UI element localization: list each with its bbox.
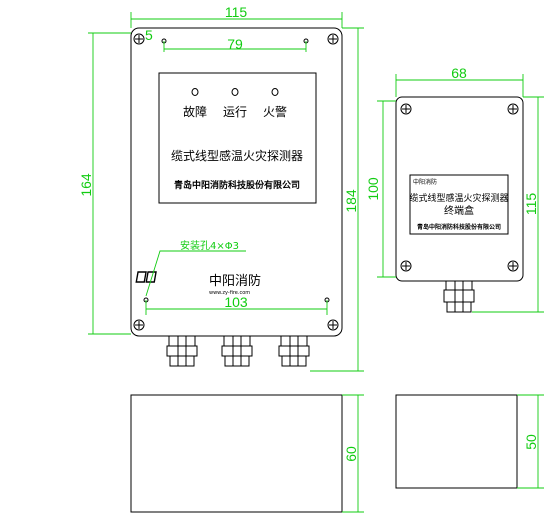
company-name: 青岛中阳消防科技股份有限公司: [174, 179, 300, 191]
dim-line-width: [130, 12, 343, 28]
cable-gland-1: [166, 335, 198, 367]
dim-bottom-holes: 103: [224, 294, 248, 310]
dim-line-top-holes: [163, 41, 307, 52]
brand-logo: 中阳消防 www.zy-fire.com: [135, 271, 261, 296]
dim-inner-height: 164: [78, 173, 94, 197]
indicator-label-fault: 故障: [183, 104, 207, 119]
dim-line-terminal-width: [395, 74, 524, 97]
dim-line-inner-height: [88, 32, 131, 335]
terminal-panel: [409, 174, 509, 235]
indicator-led-fault: [191, 88, 199, 96]
indicator-led-run: [231, 88, 239, 96]
terminal-title: 终端盒: [444, 204, 474, 217]
dim-line-main-depth: [342, 394, 364, 513]
dim-terminal-inner-height: 100: [365, 177, 381, 201]
cable-gland-3: [278, 335, 310, 367]
terminal-screw-tr: [507, 103, 519, 115]
indicator-label-run: 运行: [223, 105, 247, 119]
hole-note-leader: [145, 250, 246, 297]
terminal-box-side-view: 50: [395, 394, 544, 489]
terminal-box-front-view: 中阳消防 缆式线型感温火灾探测器 终端盒 青岛中阳消防科技股份有限公司 68 1…: [365, 65, 544, 313]
dim-corner-radius: 5: [145, 27, 153, 43]
indicator-label-alarm: 火警: [263, 104, 287, 119]
dim-line-terminal-outer-height: [472, 96, 544, 313]
dim-line-terminal-depth: [517, 394, 544, 489]
terminal-screw-br: [507, 260, 519, 272]
dim-main-depth: 60: [343, 446, 359, 462]
product-name: 缆式线型感温火灾探测器: [171, 148, 303, 163]
dim-terminal-outer-height: 115: [523, 193, 539, 216]
corner-screw-bl: [133, 319, 145, 331]
dim-terminal-width: 68: [451, 65, 467, 81]
main-box-side-view: 60: [130, 394, 364, 513]
terminal-box-outline: [395, 96, 524, 282]
mount-hole-note: 安装孔4×Φ3: [180, 239, 239, 252]
corner-screw-tl: [133, 33, 145, 45]
logo-mark-icon: [135, 271, 147, 283]
dim-top-holes: 79: [227, 36, 243, 52]
corner-screw-tr: [327, 33, 339, 45]
dim-width: 115: [225, 4, 248, 20]
dim-line-bottom-holes: [145, 300, 328, 315]
terminal-product-name: 缆式线型感温火灾探测器: [409, 192, 508, 204]
main-box-front-view: 故障 运行 火警 缆式线型感温火灾探测器 青岛中阳消防科技股份有限公司 中阳消防…: [78, 4, 364, 372]
logo-text: 中阳消防: [209, 273, 261, 289]
dim-line-outer-height: [310, 27, 364, 372]
terminal-side-outline: [395, 394, 518, 489]
corner-screw-br: [327, 319, 339, 331]
dim-line-terminal-inner-height: [377, 100, 396, 278]
cable-gland-2: [221, 335, 253, 367]
dim-outer-height: 184: [343, 189, 359, 213]
terminal-screw-tl: [400, 103, 412, 115]
logo-url: www.zy-fire.com: [209, 290, 250, 296]
terminal-company: 青岛中阳消防科技股份有限公司: [417, 223, 501, 231]
terminal-small-text: 中阳消防: [413, 178, 437, 186]
main-side-outline: [130, 394, 343, 513]
terminal-cable-gland: [443, 280, 475, 313]
main-panel: [158, 72, 317, 204]
indicator-led-alarm: [271, 88, 279, 96]
dim-terminal-depth: 50: [523, 434, 539, 450]
terminal-screw-bl: [400, 260, 412, 272]
